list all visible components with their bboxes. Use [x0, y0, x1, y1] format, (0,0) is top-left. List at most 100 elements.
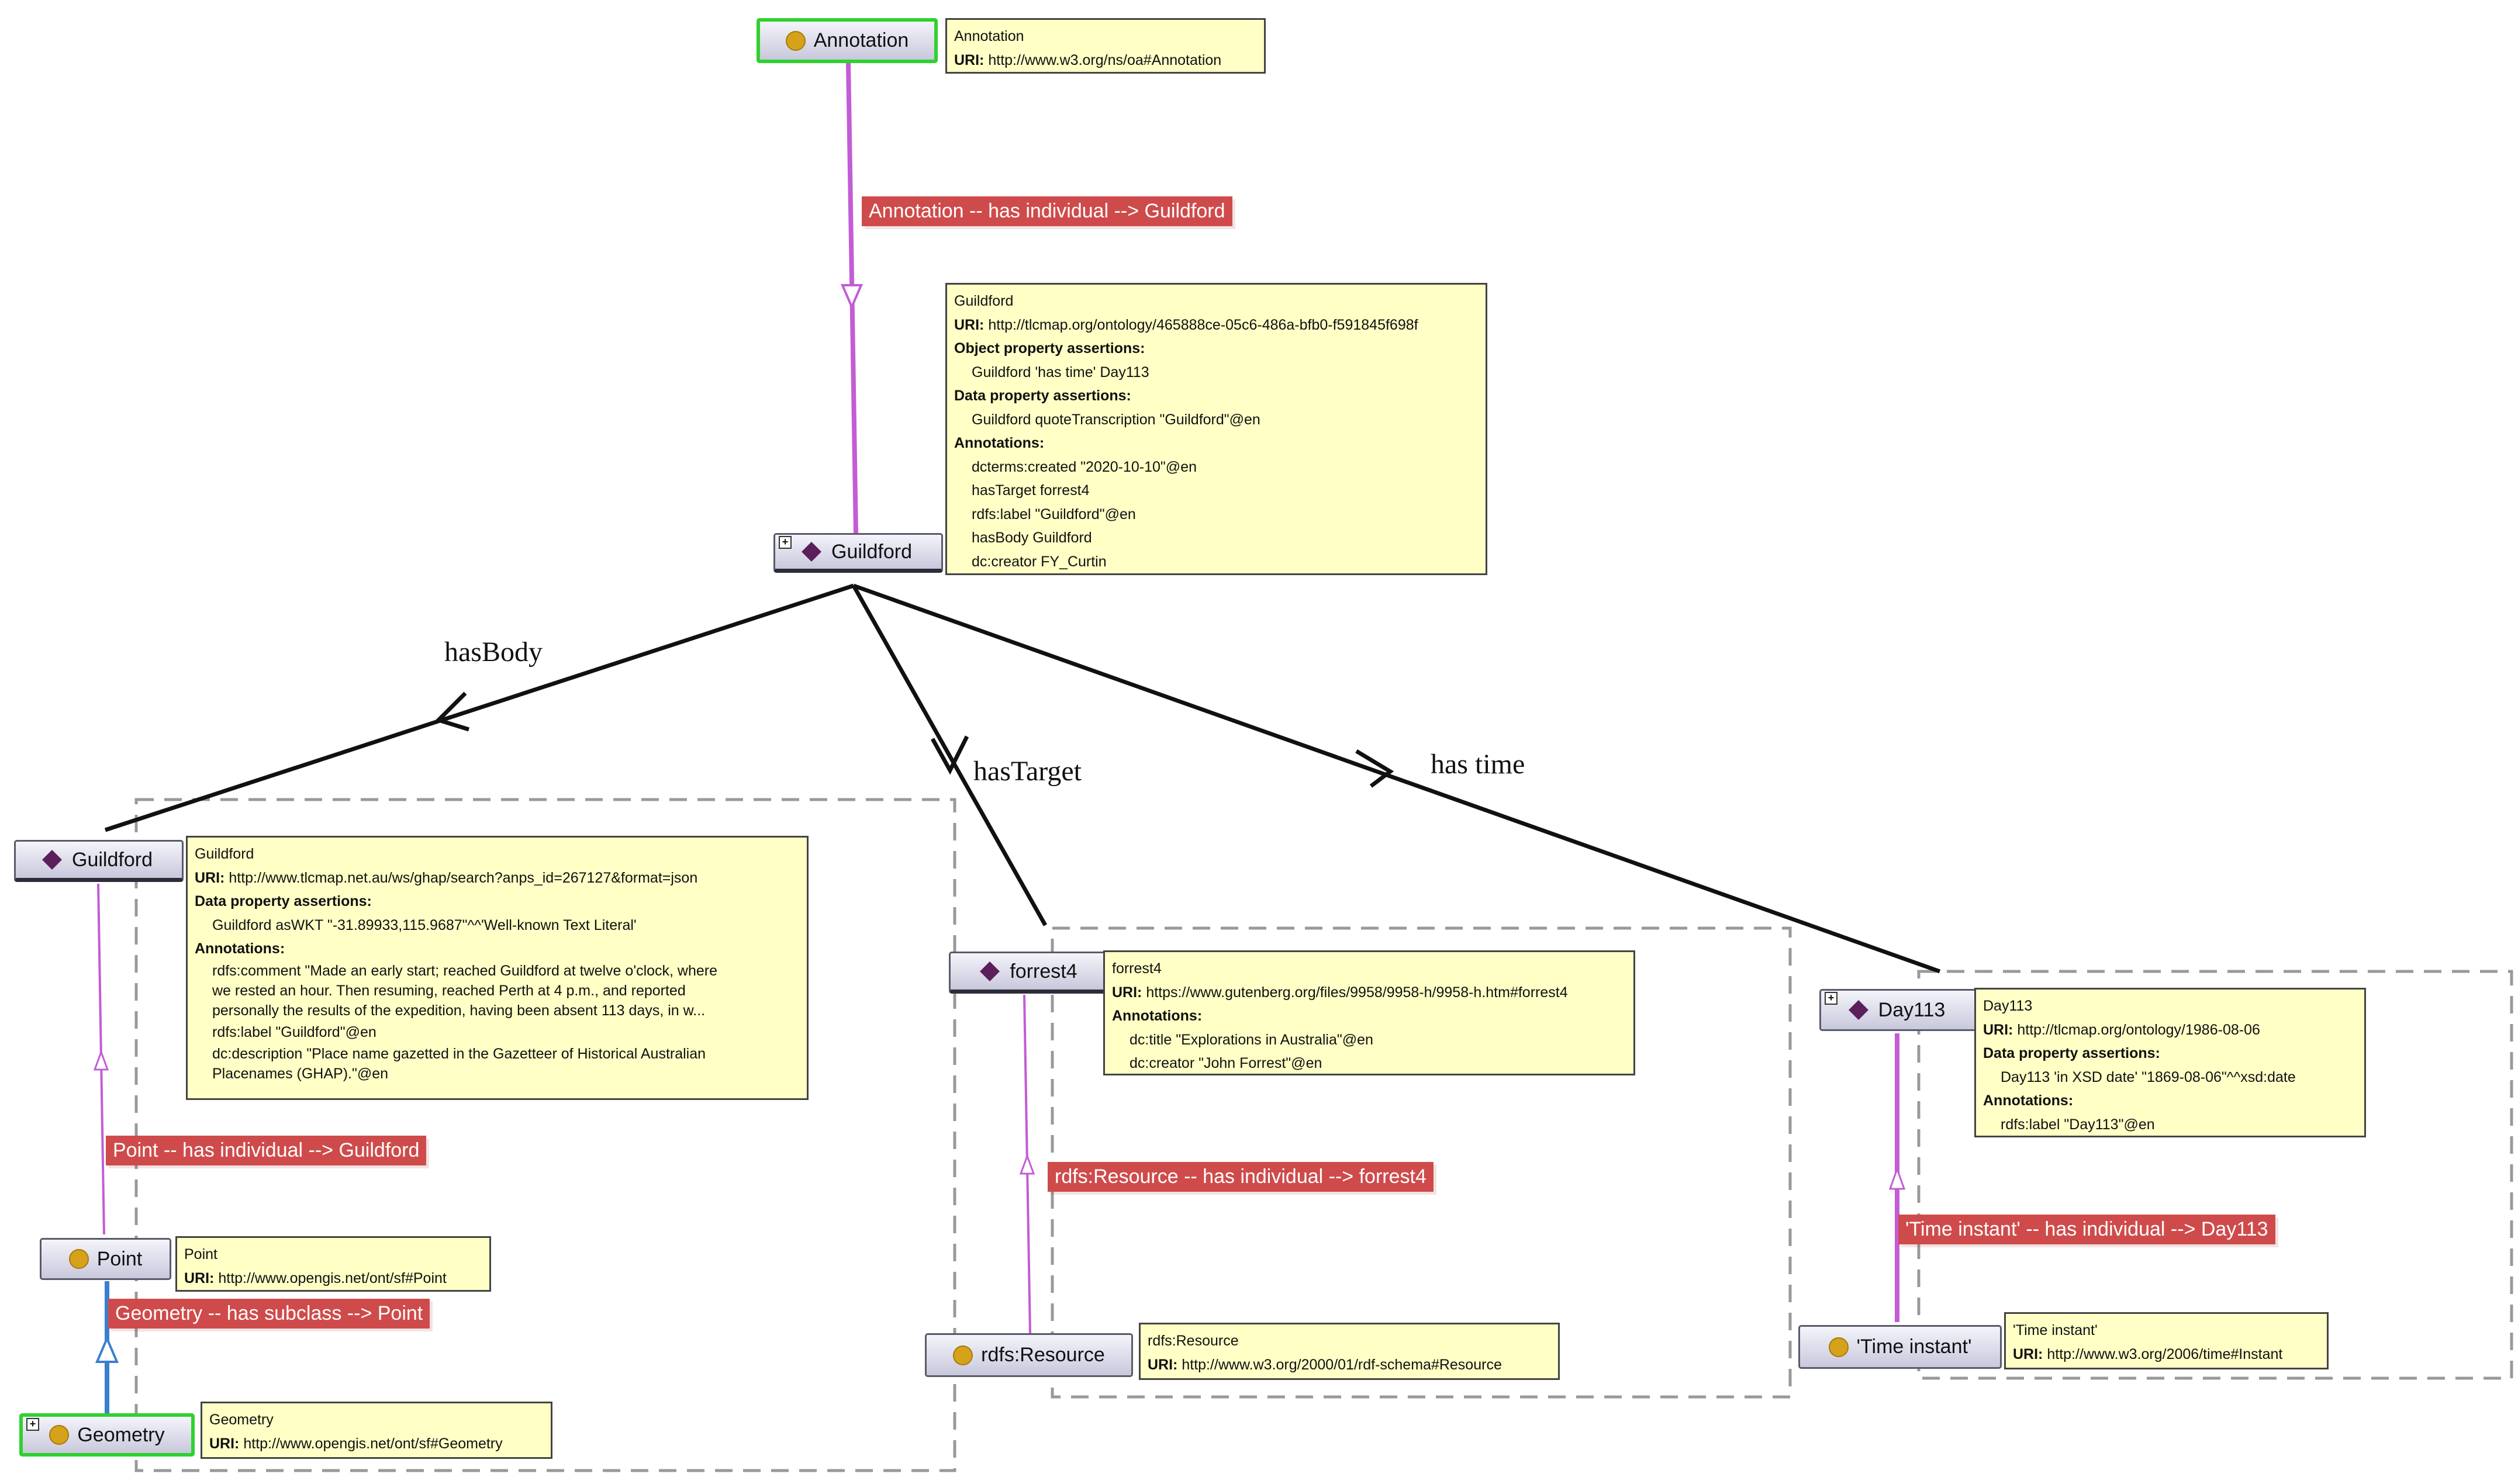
tooltip-guildford-body: Guildford URI: http://www.tlcmap.net.au/… [186, 836, 809, 1100]
group-frame-time [1917, 970, 2513, 1380]
class-dot-icon [49, 1425, 70, 1445]
node-label: Point [96, 1247, 143, 1270]
tooltip-name: Annotation [954, 28, 1024, 44]
uri-key: URI: [954, 51, 985, 68]
edge-label-has-target: hasTarget [973, 756, 1082, 787]
class-node-annotation[interactable]: Annotation [757, 18, 938, 63]
tooltip-uri-row: URI: http://www.opengis.net/ont/sf#Point [184, 1267, 482, 1291]
tooltip-uri-row: URI: http://tlcmap.org/ontology/1986-08-… [1983, 1018, 2357, 1042]
edge-has-time [852, 583, 1941, 974]
tooltip-rdfs-resource: rdfs:Resource URI: http://www.w3.org/200… [1139, 1323, 1560, 1380]
tooltip-uri-row: URI: http://www.w3.org/2006/time#Instant [2013, 1343, 2320, 1367]
section-heading: Data property assertions: [195, 893, 372, 909]
edge-has-target-arrow [930, 735, 969, 775]
individual-node-day113[interactable]: + Day113 [1819, 989, 1977, 1031]
class-node-rdfs-resource[interactable]: rdfs:Resource [925, 1333, 1133, 1377]
section-heading: Object property assertions: [954, 340, 1145, 357]
node-label: forrest4 [1010, 960, 1077, 983]
section-heading: Data property assertions: [954, 388, 1131, 404]
annotation-line: rdfs:label "Day113"@en [2001, 1116, 2155, 1133]
class-node-geometry[interactable]: + Geometry [19, 1413, 195, 1457]
uri-key: URI: [1148, 1356, 1178, 1373]
tooltip-uri-row: URI: http://www.w3.org/ns/oa#Annotation [954, 49, 1257, 72]
edge-annotation-guildford-arrow [840, 284, 863, 310]
edge-has-body-arrow [434, 691, 470, 732]
tooltip-name: Guildford [195, 846, 254, 862]
tooltip-uri-row: URI: http://www.tlcmap.net.au/ws/ghap/se… [195, 866, 800, 890]
assertion-line: Day113 'in XSD date' "1869-08-06"^^xsd:d… [2001, 1068, 2296, 1085]
relation-label-resource-forrest4: rdfs:Resource -- has individual --> forr… [1048, 1162, 1434, 1192]
annotation-line: dc:creator "John Forrest"@en [1130, 1055, 1322, 1071]
tooltip-name: rdfs:Resource [1148, 1333, 1239, 1349]
class-dot-icon [953, 1345, 973, 1365]
uri-key: URI: [954, 316, 985, 333]
annotation-line: dc:title "Explorations in Australia"@en [1130, 1031, 1373, 1048]
tooltip-name: Point [184, 1246, 217, 1262]
individual-node-forrest4[interactable]: forrest4 [949, 952, 1111, 994]
relation-label-geometry-point: Geometry -- has subclass --> Point [108, 1299, 430, 1329]
section-heading: Data property assertions: [1983, 1045, 2160, 1061]
node-label: Guildford [72, 848, 153, 871]
class-node-time-instant[interactable]: 'Time instant' [1798, 1325, 2002, 1369]
class-dot-icon [1828, 1337, 1849, 1357]
edge-has-target [851, 584, 1048, 926]
relation-label-point-guildford: Point -- has individual --> Guildford [106, 1136, 427, 1165]
group-frame-target [1051, 926, 1792, 1399]
node-label: rdfs:Resource [981, 1344, 1105, 1366]
node-label: 'Time instant' [1856, 1336, 1972, 1358]
tooltip-forrest4: forrest4 URI: https://www.gutenberg.org/… [1103, 950, 1635, 1075]
section-heading: Annotations: [1983, 1092, 2074, 1109]
section-heading: Annotations: [954, 435, 1045, 451]
section-heading: Annotations: [195, 940, 285, 957]
relation-label-time-day113: 'Time instant' -- has individual --> Day… [1898, 1215, 2275, 1244]
edge-resource-forrest4-arrow [1019, 1153, 1035, 1175]
tooltip-uri-row: URI: http://www.w3.org/2000/01/rdf-schem… [1148, 1353, 1551, 1377]
assertion-line: Guildford 'has time' Day113 [972, 364, 1149, 380]
tooltip-point: Point URI: http://www.opengis.net/ont/sf… [175, 1236, 491, 1292]
class-node-point[interactable]: Point [40, 1238, 171, 1280]
annotation-line: hasTarget forrest4 [972, 482, 1090, 499]
tooltip-uri-row: URI: http://www.opengis.net/ont/sf#Geome… [209, 1432, 544, 1456]
uri-key: URI: [195, 869, 225, 886]
node-label: Annotation [813, 29, 909, 51]
uri-key: URI: [1983, 1021, 2013, 1038]
edge-geometry-point-arrow [95, 1335, 119, 1363]
annotation-line: rdfs:comment "Made an early start; reach… [212, 962, 718, 979]
annotation-line: we rested an hour. Then resuming, reache… [212, 982, 686, 999]
individual-diamond-icon [42, 850, 62, 870]
assertion-line: Guildford asWKT "-31.89933,115.9687"^^'W… [212, 916, 637, 933]
tooltip-name: Guildford [954, 293, 1014, 309]
individual-node-guildford-top[interactable]: + Guildford [773, 533, 943, 573]
tooltip-name: forrest4 [1112, 960, 1162, 977]
tooltip-guildford-top: Guildford URI: http://tlcmap.org/ontolog… [945, 283, 1487, 575]
expand-plus-icon[interactable]: + [1825, 992, 1837, 1005]
annotation-line: dc:creator FY_Curtin [972, 553, 1107, 570]
tooltip-uri-row: URI: https://www.gutenberg.org/files/995… [1112, 981, 1626, 1005]
uri-value: http://www.w3.org/ns/oa#Annotation [988, 51, 1222, 68]
individual-node-guildford-body[interactable]: Guildford [14, 840, 184, 882]
edge-point-guildford-arrow [93, 1049, 109, 1071]
annotation-line: rdfs:label "Guildford"@en [972, 506, 1136, 523]
tooltip-uri-row: URI: http://tlcmap.org/ontology/465888ce… [954, 313, 1479, 337]
expand-plus-icon[interactable]: + [26, 1418, 39, 1431]
tooltip-name: 'Time instant' [2013, 1322, 2098, 1338]
edge-label-has-time: has time [1431, 749, 1525, 780]
tooltip-geometry: Geometry URI: http://www.opengis.net/ont… [201, 1402, 552, 1459]
uri-key: URI: [2013, 1345, 2043, 1362]
class-dot-icon [68, 1249, 89, 1269]
uri-value: http://www.w3.org/2000/01/rdf-schema#Res… [1182, 1356, 1502, 1373]
uri-value: http://www.opengis.net/ont/sf#Geometry [243, 1435, 503, 1452]
tooltip-annotation: Annotation URI: http://www.w3.org/ns/oa#… [945, 18, 1266, 74]
edge-has-body [104, 583, 855, 832]
expand-plus-icon[interactable]: + [779, 536, 792, 549]
uri-value: http://www.opengis.net/ont/sf#Point [218, 1269, 447, 1286]
node-label: Guildford [831, 540, 912, 563]
uri-value: http://www.w3.org/2006/time#Instant [2047, 1345, 2283, 1362]
tooltip-name: Geometry [209, 1412, 274, 1428]
uri-value: https://www.gutenberg.org/files/9958/995… [1146, 984, 1568, 1001]
section-heading: Annotations: [1112, 1008, 1203, 1024]
tooltip-name: Day113 [1983, 998, 2033, 1014]
uri-value: http://www.tlcmap.net.au/ws/ghap/search?… [229, 869, 698, 886]
